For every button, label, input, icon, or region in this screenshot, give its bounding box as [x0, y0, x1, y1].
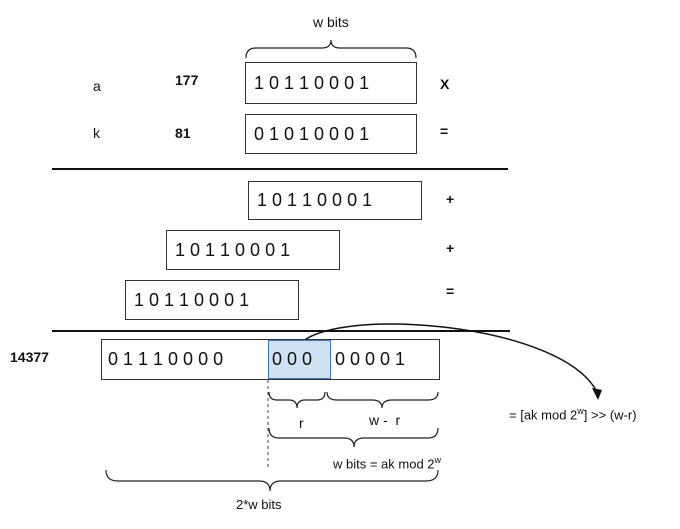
r-label: r [299, 415, 304, 431]
formula-label: = [ak mod 2w] >> (w-r) [509, 406, 637, 423]
equals-op-1: = [440, 123, 449, 139]
w-bits-label: w bits [313, 14, 349, 30]
w-minus-r-label: w - r [369, 412, 401, 428]
partial-3-bits: 1 0 1 1 0 0 0 1 [134, 289, 250, 310]
partial-1-bits: 1 0 1 1 0 0 0 1 [257, 190, 373, 210]
var-k: k [93, 125, 100, 141]
k-bits-box: 0 1 0 1 0 0 0 1 [245, 114, 417, 154]
a-bits: 1 0 1 1 0 0 0 1 [254, 72, 370, 93]
r-brace [268, 391, 326, 409]
result-bits-highlight: 0 0 0 [272, 349, 313, 369]
partial-1-box: 1 0 1 1 0 0 0 1 [248, 181, 422, 220]
separator-1 [52, 168, 508, 170]
partial-2-box: 1 0 1 1 0 0 0 1 [166, 230, 340, 270]
w-bits-mod-label: w bits = ak mod 2w [333, 455, 442, 472]
plus-op-2: + [446, 240, 455, 256]
result-bits-left: 0 1 1 1 0 0 0 0 [108, 349, 224, 369]
k-decimal: 81 [175, 125, 191, 141]
result-decimal: 14377 [10, 349, 49, 365]
equals-op-2: = [446, 283, 455, 299]
a-bits-box: 1 0 1 1 0 0 0 1 [245, 62, 417, 104]
multiply-op: X [440, 76, 450, 92]
k-bits: 0 1 0 1 0 0 0 1 [254, 123, 370, 144]
top-brace [245, 39, 417, 59]
plus-op-1: + [446, 191, 455, 207]
two-w-bits-brace [105, 469, 439, 492]
two-w-bits-label: 2*w bits [236, 497, 282, 512]
w-minus-r-brace [326, 391, 439, 409]
a-decimal: 177 [175, 72, 199, 88]
w-bits-brace [268, 427, 439, 448]
arrow-head [592, 388, 602, 400]
separator-2 [52, 330, 510, 332]
curved-arrow [296, 323, 598, 393]
partial-3-box: 1 0 1 1 0 0 0 1 [125, 280, 299, 320]
var-a: a [93, 78, 101, 94]
partial-2-bits: 1 0 1 1 0 0 0 1 [175, 239, 291, 260]
result-bits-right: 0 0 0 0 1 [335, 349, 406, 369]
highlight-r-bits [268, 340, 331, 379]
